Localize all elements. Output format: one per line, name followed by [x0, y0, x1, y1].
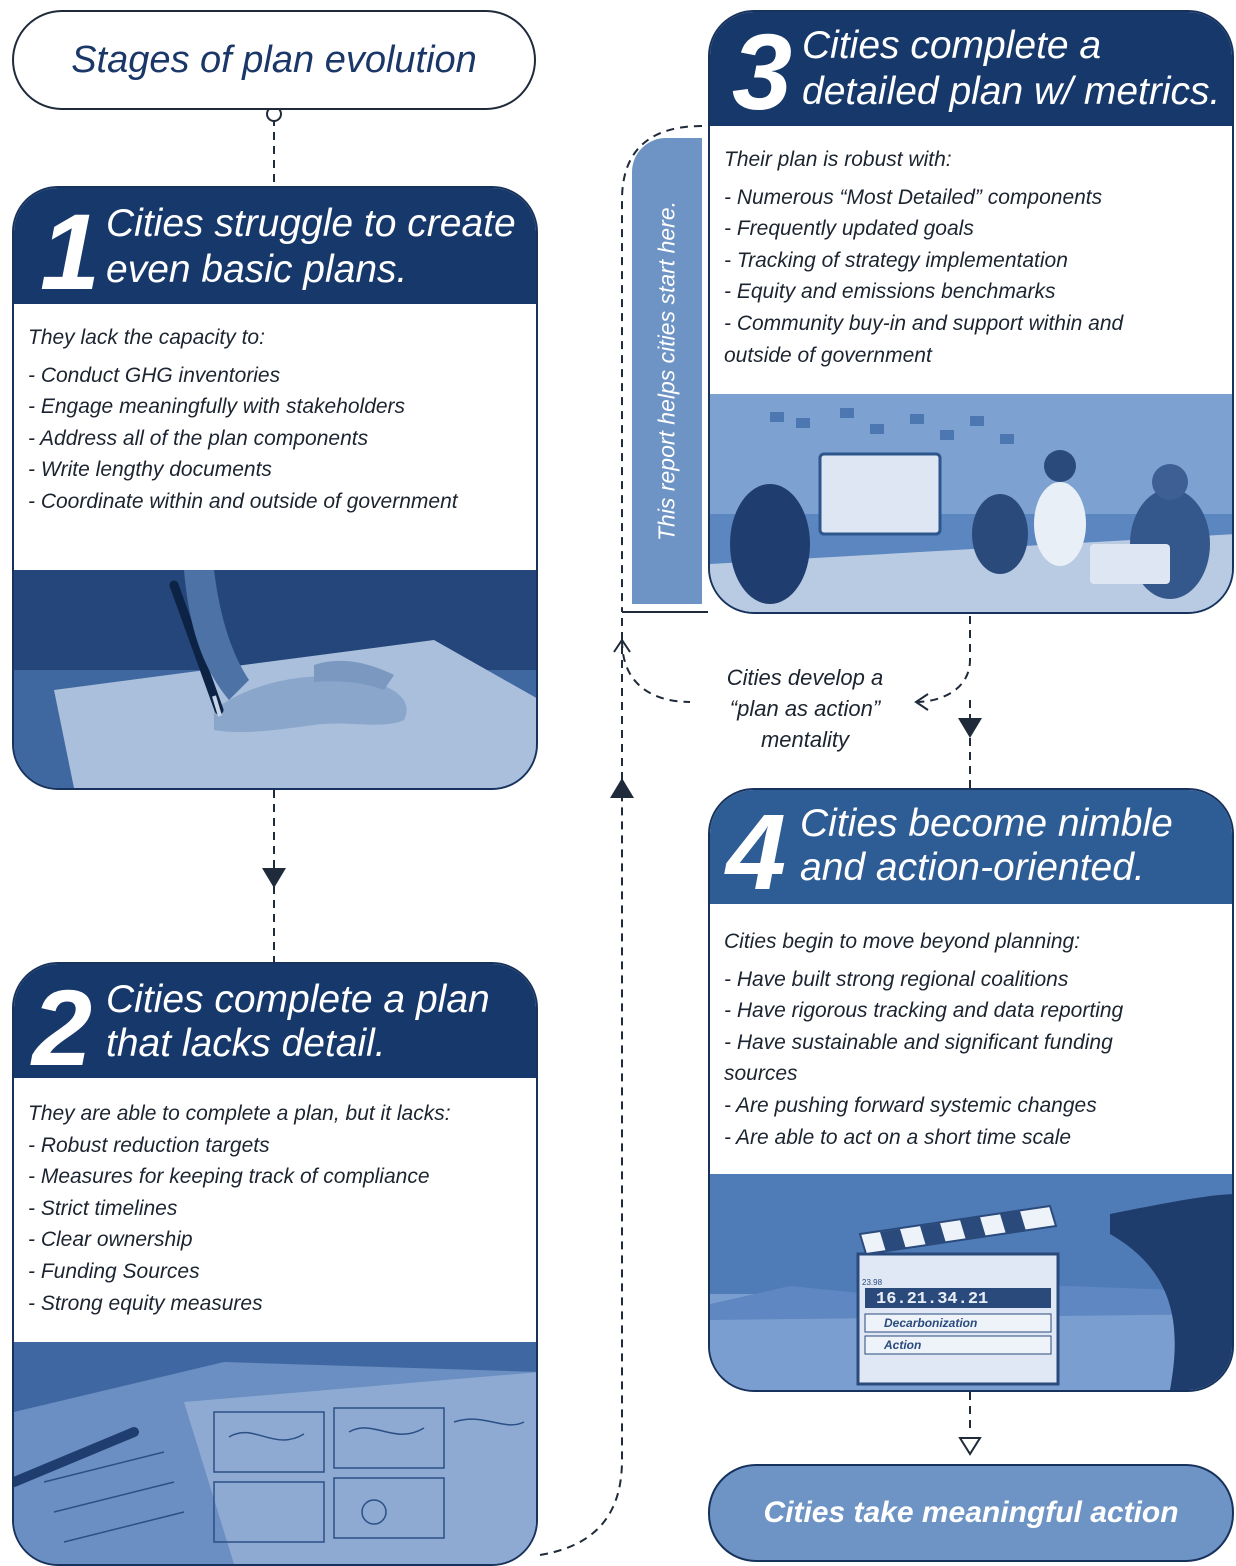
list-item: - Frequently updated goals — [724, 217, 974, 241]
stage-3-intro: Their plan is robust with: — [724, 148, 952, 171]
list-item: - Conduct GHG inventories — [28, 363, 281, 387]
list-item: - Are able to act on a short time scale — [724, 1125, 1072, 1149]
stage-1-body: They lack the capacity to: - Conduct GHG… — [14, 322, 536, 518]
list-item: sources — [724, 1062, 798, 1086]
stage-3-title-line2: detailed plan w/ metrics. — [802, 70, 1221, 113]
loop-label-line1: Cities develop a — [726, 665, 884, 690]
stage-2-header: 2 Cities complete a plan that lacks deta… — [14, 964, 536, 1082]
list-item: - Strong equity measures — [28, 1291, 263, 1315]
clapper-fps: 23.98 — [862, 1278, 883, 1287]
clapper-text-row2: Action — [883, 1338, 921, 1352]
stage-4-intro: Cities begin to move beyond planning: — [724, 930, 1081, 953]
list-item: - Tracking of strategy implementation — [724, 248, 1068, 272]
final-outcome-text: Cities take meaningful action — [763, 1496, 1179, 1529]
stage-3-list: - Numerous “Most Detailed” components - … — [724, 182, 1232, 372]
list-item: - Numerous “Most Detailed” components — [724, 185, 1103, 209]
list-item: - Address all of the plan components — [28, 426, 369, 450]
list-item: - Are pushing forward systemic changes — [724, 1093, 1097, 1117]
clapper-timecode: 16.21.34.21 — [876, 1290, 988, 1309]
list-item: - Have built strong regional coalitions — [724, 967, 1069, 991]
list-item: - Have sustainable and significant fundi… — [724, 1030, 1113, 1054]
stage-3-body: Their plan is robust with: - Numerous “M… — [710, 144, 1232, 372]
stage-4-card: 4 Cities become nimble and action-orient… — [708, 788, 1234, 1392]
stage-4-photo-clapperboard: 16.21.34.21 Decarbonization Action 23.98 — [710, 1174, 1232, 1390]
loop-label-line2: “plan as action” — [729, 696, 881, 721]
stage-2-list: - Robust reduction targets - Measures fo… — [28, 1130, 536, 1320]
stage-3-number: 3 — [732, 11, 793, 132]
loop-label-line3: mentality — [760, 727, 850, 752]
stage-1-intro: They lack the capacity to: — [28, 326, 265, 349]
clapper-text-row1: Decarbonization — [884, 1316, 977, 1330]
stage-2-number: 2 — [32, 967, 93, 1088]
list-item: - Equity and emissions benchmarks — [724, 280, 1056, 304]
list-item: outside of government — [724, 343, 932, 367]
loop-label: Cities develop a “plan as action” mental… — [690, 662, 920, 755]
stage-4-list: - Have built strong regional coalitions … — [724, 964, 1232, 1154]
stage-1-title-line1: Cities struggle to create — [106, 202, 516, 245]
stage-4-body: Cities begin to move beyond planning: - … — [710, 926, 1232, 1154]
list-item: - Measures for keeping track of complian… — [28, 1165, 430, 1189]
diagram-title-pill: Stages of plan evolution — [12, 10, 536, 110]
stage-4-number: 4 — [726, 791, 787, 912]
stage-4-header: 4 Cities become nimble and action-orient… — [710, 790, 1232, 912]
diagram-title: Stages of plan evolution — [71, 38, 477, 81]
list-item: - Have rigorous tracking and data report… — [724, 999, 1124, 1023]
list-item: - Write lengthy documents — [28, 458, 272, 482]
stage-2-title-line2: that lacks detail. — [106, 1022, 386, 1065]
list-item: - Engage meaningfully with stakeholders — [28, 395, 406, 419]
report-banner-text: This report helps cities start here. — [653, 200, 680, 542]
stage-3-photo-meeting — [710, 394, 1232, 612]
stage-2-body: They are able to complete a plan, but it… — [14, 1098, 536, 1320]
stage-1-header: 1 Cities struggle to create even basic p… — [14, 188, 536, 312]
stage-3-header: 3 Cities complete a detailed plan w/ met… — [710, 12, 1232, 126]
list-item: - Coordinate within and outside of gover… — [28, 489, 458, 513]
stage-1-photo-writing-hand — [14, 570, 536, 788]
final-outcome-pill: Cities take meaningful action — [708, 1464, 1234, 1562]
list-item: - Community buy-in and support within an… — [724, 311, 1124, 335]
stage-4-title-line2: and action-oriented. — [800, 846, 1145, 889]
stage-4-title-line1: Cities become nimble — [800, 802, 1173, 845]
stage-1-card: 1 Cities struggle to create even basic p… — [12, 186, 538, 790]
stage-2-title-line1: Cities complete a plan — [106, 978, 490, 1021]
stage-2-card: 2 Cities complete a plan that lacks deta… — [12, 962, 538, 1566]
list-item: - Clear ownership — [28, 1228, 193, 1252]
stage-2-intro: They are able to complete a plan, but it… — [28, 1102, 451, 1125]
stage-3-card: 3 Cities complete a detailed plan w/ met… — [708, 10, 1234, 614]
list-item: - Strict timelines — [28, 1196, 178, 1220]
list-item: - Robust reduction targets — [28, 1133, 270, 1157]
stage-1-title-line2: even basic plans. — [106, 248, 408, 291]
report-banner: This report helps cities start here. — [632, 138, 702, 604]
list-item: - Funding Sources — [28, 1259, 200, 1283]
stage-1-number: 1 — [40, 191, 101, 312]
stage-2-photo-sketch-plans — [14, 1342, 536, 1564]
stage-1-list: - Conduct GHG inventories - Engage meani… — [28, 360, 536, 518]
stage-3-title-line1: Cities complete a — [802, 24, 1102, 67]
